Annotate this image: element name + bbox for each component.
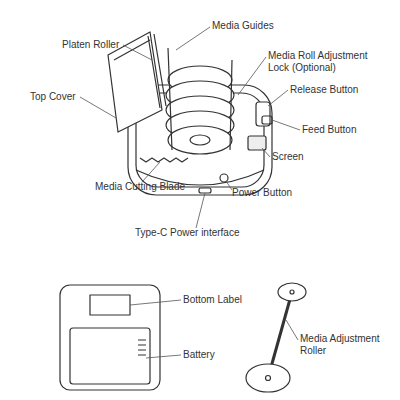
battery-contacts [138, 340, 146, 355]
leader-line [268, 90, 288, 106]
leader-line [146, 355, 181, 358]
leader-line [80, 97, 116, 118]
media-roll [166, 66, 234, 154]
leader-line [262, 148, 270, 157]
leader-line [142, 162, 160, 182]
part-label: Media Guides [212, 20, 302, 32]
leader-line [226, 181, 232, 190]
part-label: Feed Button [302, 124, 382, 136]
leader-line [272, 120, 300, 130]
leader-line [196, 193, 205, 228]
screen [248, 136, 266, 150]
part-label: Screen [272, 151, 332, 163]
leader-line [176, 27, 210, 50]
bottom-label-plate [90, 295, 130, 315]
part-label: Type-C Power interface [135, 227, 265, 239]
leader-line [130, 300, 181, 305]
part-label: Top Cover [30, 91, 90, 103]
platen-roller [148, 34, 166, 108]
adjustment-roller [246, 283, 306, 392]
leader-line [286, 320, 298, 340]
type-c-port [199, 188, 211, 193]
leader-line [238, 57, 266, 95]
leader-line [123, 45, 152, 60]
power-button [220, 174, 228, 182]
part-label: Battery [183, 349, 243, 361]
part-label: Bottom Label [183, 294, 273, 306]
part-label: Media Cutting Blade [95, 181, 205, 193]
part-label: Media Roll Adjustment Lock (Optional) [268, 50, 382, 74]
part-label: Release Button [290, 84, 380, 96]
feed-button [262, 116, 272, 124]
cutting-blade [140, 158, 188, 162]
printer-bottom [60, 285, 160, 390]
part-label: Power Button [232, 187, 322, 199]
battery-compartment [70, 328, 150, 384]
media-guide [168, 48, 232, 150]
part-label: Platen Roller [62, 39, 132, 51]
part-label: Media Adjustment Roller [300, 333, 390, 357]
